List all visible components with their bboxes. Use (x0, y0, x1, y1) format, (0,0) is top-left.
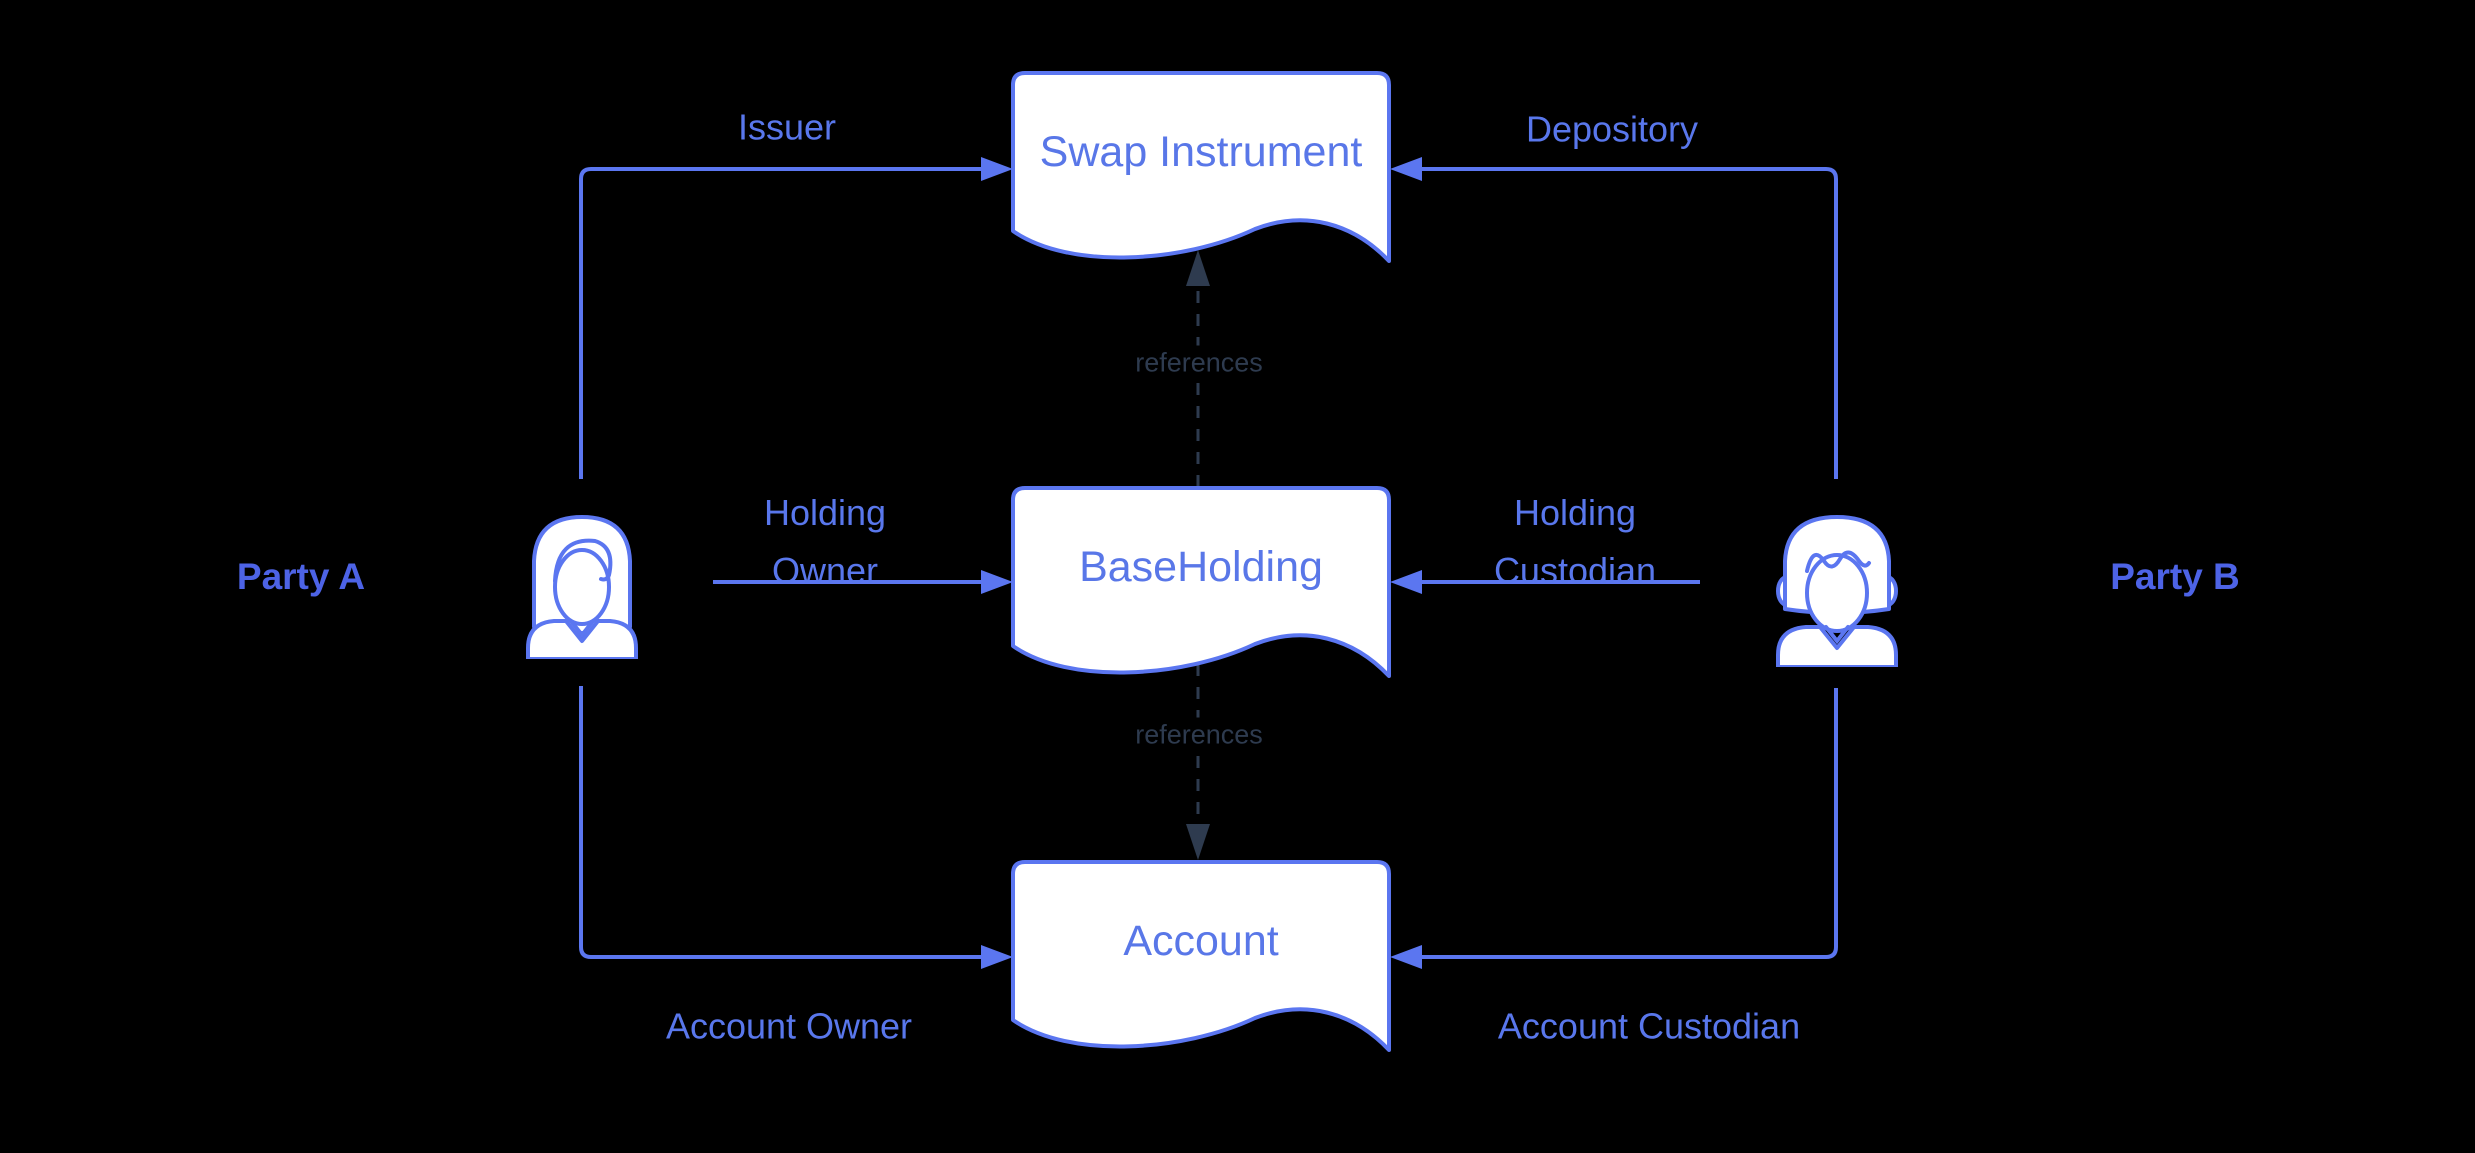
references-bottom-arrowhead (1186, 824, 1210, 860)
node-base-holding-label: BaseHolding (1079, 542, 1323, 591)
account-custodian-edge-line (1419, 688, 1838, 959)
references-top-arrowhead (1186, 250, 1210, 286)
holding-custodian-edge-label: Holding Custodian (1493, 492, 1657, 591)
issuer-edge-line (579, 167, 984, 479)
document-shape-icon (1011, 860, 1391, 1052)
node-account: Account (1011, 860, 1391, 1056)
depository-edge-label: Depository (1525, 108, 1699, 150)
node-account-label: Account (1123, 916, 1279, 965)
holding-custodian-arrowhead (1390, 570, 1422, 594)
node-base-holding: BaseHolding (1011, 486, 1391, 682)
account-custodian-edge-label: Account Custodian (1497, 1005, 1801, 1047)
account-owner-edge-line (579, 686, 984, 959)
account-owner-arrowhead (981, 945, 1013, 969)
depository-arrowhead (1390, 157, 1422, 181)
party-b-actor (1769, 505, 1905, 672)
woman-user-icon (526, 515, 638, 661)
depository-edge-line (1419, 167, 1838, 479)
node-swap-instrument-label: Swap Instrument (1039, 127, 1363, 176)
document-shape-icon (1011, 486, 1391, 678)
party-b-label: Party B (2110, 556, 2240, 597)
account-owner-edge-label: Account Owner (665, 1005, 913, 1047)
party-a-label: Party A (236, 556, 366, 597)
issuer-arrowhead (981, 157, 1013, 181)
account-custodian-arrowhead (1390, 945, 1422, 969)
references-bottom-label: references (1130, 717, 1268, 753)
node-swap-instrument: Swap Instrument (1011, 71, 1391, 267)
man-user-icon (1776, 515, 1898, 669)
holding-owner-edge-label: Holding Owner (763, 492, 887, 591)
document-shape-icon (1011, 71, 1391, 263)
issuer-edge-label: Issuer (737, 106, 837, 148)
references-top-label: references (1130, 345, 1268, 381)
party-a-actor (521, 507, 643, 664)
holding-owner-arrowhead (981, 570, 1013, 594)
